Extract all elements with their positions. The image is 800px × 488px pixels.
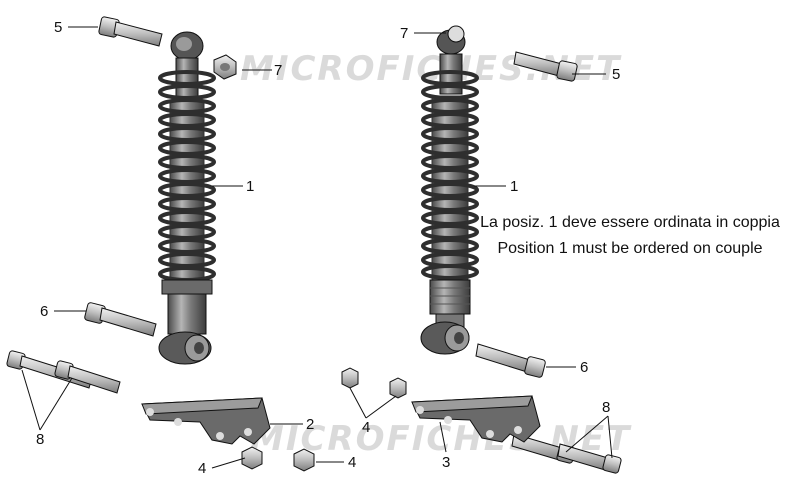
bracket-3 <box>411 395 541 443</box>
callout-8-left: 8 <box>36 431 44 448</box>
callout-1-left: 1 <box>246 178 254 195</box>
nut-4-c <box>241 446 263 470</box>
note-english: Position 1 must be ordered on couple <box>497 240 763 257</box>
callout-3: 3 <box>442 454 450 471</box>
leader-lines <box>21 26 613 469</box>
bolt-5-right <box>513 51 578 82</box>
shock-absorber-left <box>158 31 216 365</box>
callout-1-right: 1 <box>510 178 518 195</box>
callout-4-right: 4 <box>362 419 370 436</box>
bolt-6-left <box>84 302 157 337</box>
bolts-8-left <box>6 350 121 394</box>
nut-4-a <box>341 367 359 389</box>
nut-4-d <box>293 448 315 472</box>
callout-7-left: 7 <box>274 62 282 79</box>
callout-7-right: 7 <box>400 25 408 42</box>
callout-6-left: 6 <box>40 303 48 320</box>
callout-4-mid: 4 <box>348 454 356 471</box>
callout-5-left: 5 <box>54 19 62 36</box>
callout-6-right: 6 <box>580 359 588 376</box>
shock-absorber-right <box>420 25 479 355</box>
callout-2: 2 <box>306 416 314 433</box>
nut-7-left <box>213 54 237 80</box>
callout-8-right: 8 <box>602 399 610 416</box>
note-italian: La posiz. 1 deve essere ordinata in copp… <box>480 214 780 231</box>
bracket-2 <box>141 397 271 445</box>
callout-4-left: 4 <box>198 460 206 477</box>
bolt-6-right <box>475 343 546 378</box>
nut-4-b <box>389 377 407 399</box>
callout-5-right: 5 <box>612 66 620 83</box>
bolt-5-left <box>98 16 163 47</box>
